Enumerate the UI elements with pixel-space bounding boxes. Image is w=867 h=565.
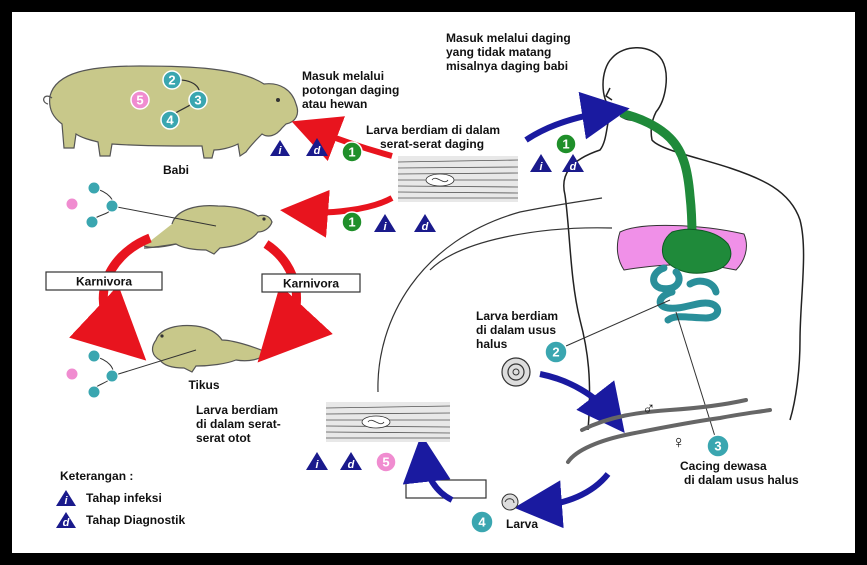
stage-5-label: 5 — [382, 455, 389, 470]
rat-lower-stage-3 — [106, 370, 118, 382]
meat-fiber-texture — [398, 156, 518, 202]
female-symbol: ♀ — [672, 432, 686, 452]
pig-stage-4-label: 4 — [166, 113, 174, 128]
meat-to-rat-arrow — [304, 198, 392, 212]
pig-diagnostik-mark: d — [314, 145, 321, 157]
rat-upper-stage-3 — [106, 200, 118, 212]
rat-lower-illustration — [153, 326, 266, 372]
human-stage-1-label: 1 — [562, 137, 569, 152]
rat-stage-1-label: 1 — [348, 215, 355, 230]
legend-diagnostik-label: Tahap Diagnostik — [86, 513, 185, 527]
stage-2-label: 2 — [552, 345, 559, 360]
pig-stage-1-label: 1 — [348, 145, 355, 160]
larva-coiled-icon — [502, 358, 530, 386]
karnivora-right-label: Karnivora — [283, 277, 339, 291]
esophagus-shape — [624, 114, 692, 236]
legend-diagnostik-mark: d — [63, 517, 70, 529]
rat-diagnostik-mark: d — [422, 221, 429, 233]
larva-stage-label: Larva — [506, 517, 538, 531]
small-intestine-shape — [654, 268, 718, 320]
larva-to-worm-arrow — [540, 374, 610, 414]
stage-3-label: 3 — [714, 439, 721, 454]
connector-muscle-to-liver — [430, 228, 612, 270]
pig-stage-3-label: 3 — [194, 93, 201, 108]
rat-lower-stage-4 — [88, 386, 100, 398]
human-entry-label: Masuk melalui daging yang tidak matang m… — [446, 31, 574, 73]
rat-upper-stage-2 — [88, 182, 100, 194]
worm-to-larva-arrow — [538, 474, 608, 506]
rat-lower-stage-5 — [66, 368, 78, 380]
rat-upper-stage-5 — [66, 198, 78, 210]
larva-small-icon — [502, 494, 518, 510]
larva-muscle-label: Larva berdiam di dalam serat- serat otot — [196, 403, 284, 445]
legend-infeksi-label: Tahap infeksi — [86, 491, 162, 505]
muscle-diagnostik-mark: d — [348, 459, 355, 471]
pig-entry-label: Masuk melalui potongan daging atau hewan — [302, 69, 403, 111]
larva-meat-label: Larva berdiam di dalam serat-serat dagin… — [366, 123, 503, 151]
rat-upper-stage-4 — [86, 216, 98, 228]
legend: Keterangan : i Tahap infeksi d Tahap Dia… — [56, 469, 185, 529]
karnivora-left-label: Karnivora — [76, 275, 132, 289]
legend-title: Keterangan : — [60, 469, 133, 483]
rat-lower-stage-2 — [88, 350, 100, 362]
pig-stage-5-label: 5 — [136, 93, 143, 108]
male-symbol: ♂ — [642, 398, 656, 418]
pig-label: Babi — [163, 163, 189, 177]
adult-worms-illustration — [568, 400, 770, 462]
human-diagnostik-mark: d — [570, 161, 577, 173]
rat-upper-illustration — [144, 206, 272, 254]
stage-4-label: 4 — [478, 515, 486, 530]
muscle-fiber-texture — [326, 402, 450, 442]
pig-stage-2-label: 2 — [168, 73, 175, 88]
rat-label: Tikus — [188, 378, 219, 392]
adult-worm-label: Cacing dewasa di dalam usus halus — [680, 459, 799, 487]
connector-stage-2 — [566, 300, 670, 346]
